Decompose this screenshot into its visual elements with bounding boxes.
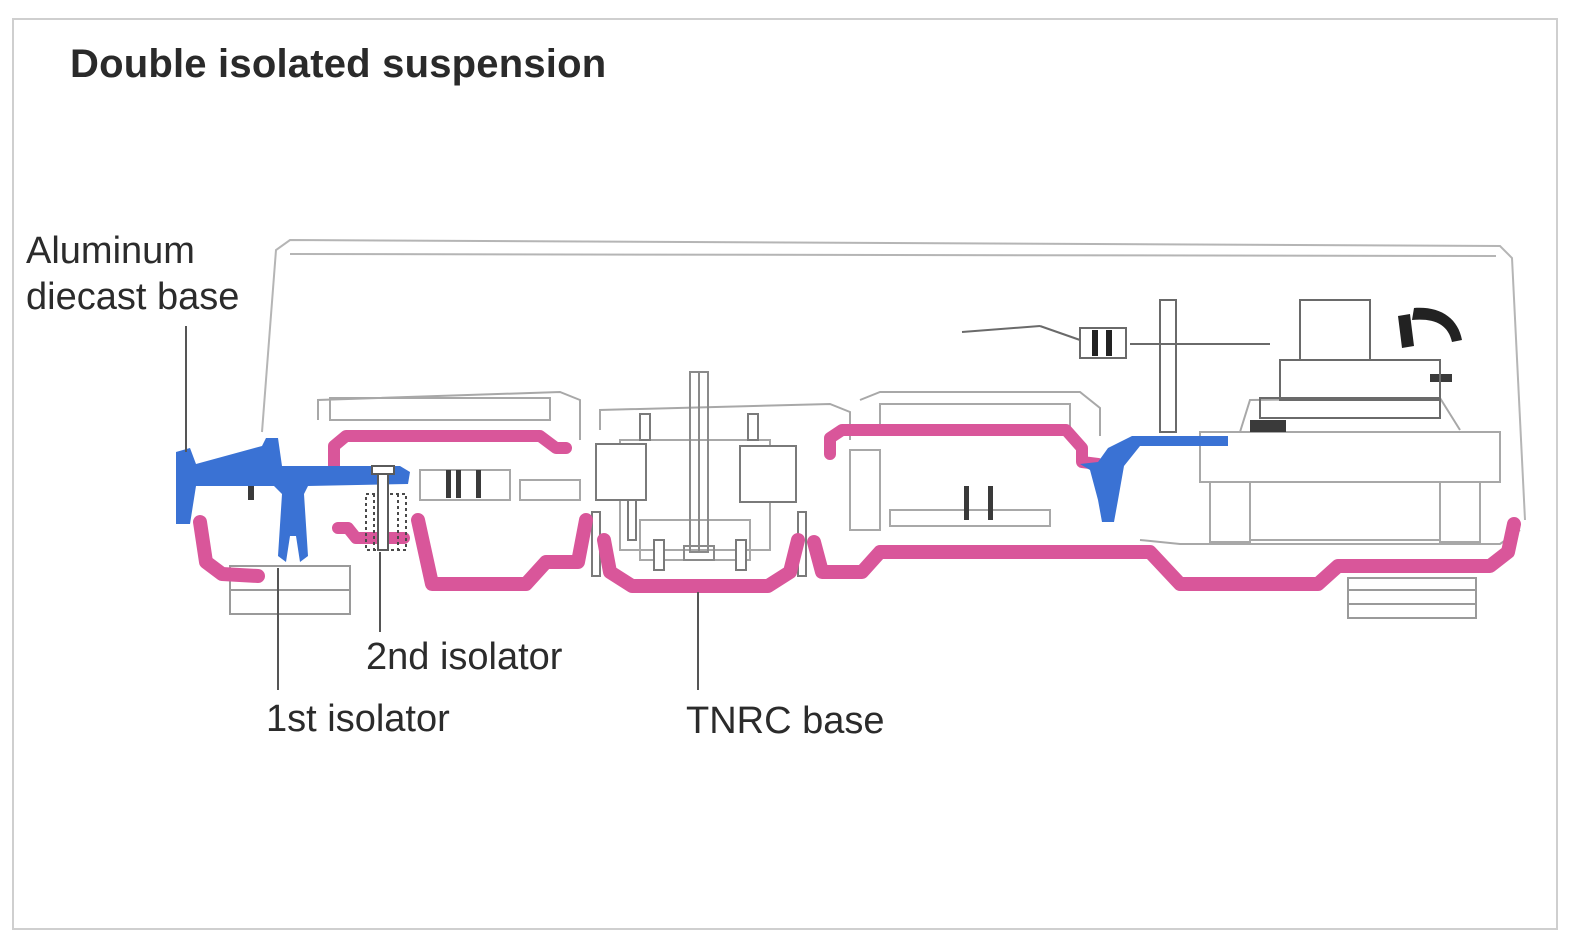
label-1st-isolator: 1st isolator	[266, 698, 450, 740]
diagram-title: Double isolated suspension	[70, 42, 607, 86]
dust-cover-outline	[261, 238, 1526, 521]
insulator-feet	[229, 565, 1477, 619]
aluminum-diecast-base	[176, 436, 1228, 562]
small-components	[248, 374, 1452, 520]
spindle	[683, 371, 715, 561]
label-aluminum-line2: diecast base	[26, 276, 240, 318]
tonearm-counterweight	[1092, 307, 1462, 356]
leader-lines	[185, 326, 699, 690]
tnrc-base	[193, 424, 1521, 593]
tonearm	[961, 299, 1441, 433]
label-2nd-isolator: 2nd isolator	[366, 636, 563, 678]
label-tnrc-base: TNRC base	[686, 700, 885, 742]
motor-parts	[591, 413, 807, 577]
label-aluminum-line1: Aluminum	[26, 230, 195, 272]
label-aluminum-diecast-base: Aluminum diecast base	[26, 228, 239, 320]
isolator-bolt	[371, 465, 395, 551]
